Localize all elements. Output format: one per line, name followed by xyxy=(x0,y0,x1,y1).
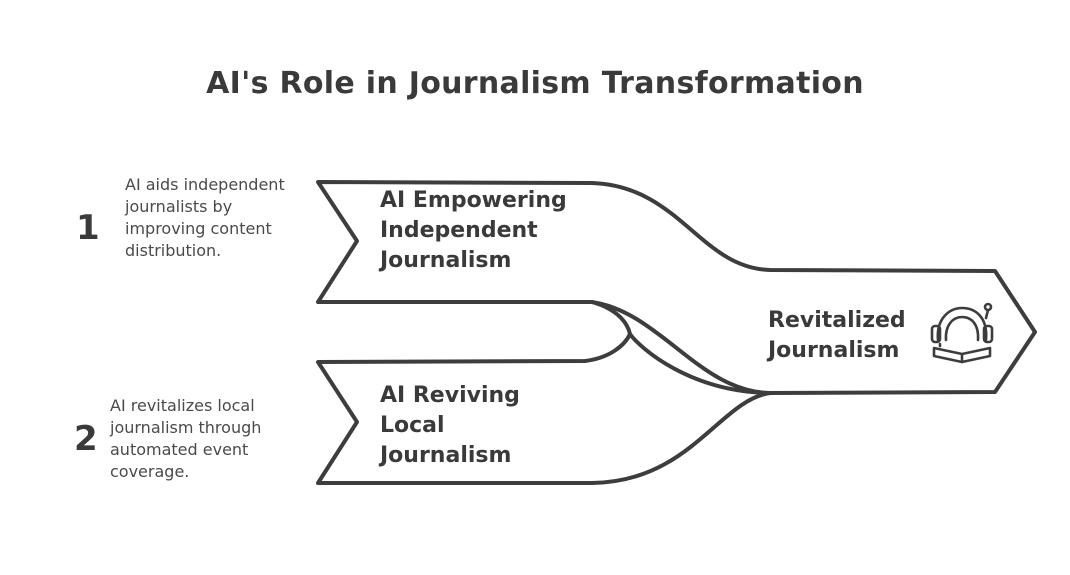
diagram-title: AI's Role in Journalism Transformation xyxy=(206,66,864,101)
step-1-shape xyxy=(316,180,1037,395)
journalism-icon xyxy=(930,302,994,364)
step-description-2: AI revitalizes local journalism through … xyxy=(110,396,262,481)
step-number-1: 1 xyxy=(76,208,100,248)
step-label-2: AI Reviving Local Journalism xyxy=(380,383,520,468)
step-label-1: AI Empowering Independent Journalism xyxy=(380,188,567,273)
outcome-label: Revitalized Journalism xyxy=(768,308,906,363)
step-2-shape xyxy=(316,332,772,485)
step-description-1: AI aids independent journalists by impro… xyxy=(125,175,285,260)
step-number-2: 2 xyxy=(74,419,98,459)
branch-seam xyxy=(590,300,632,336)
